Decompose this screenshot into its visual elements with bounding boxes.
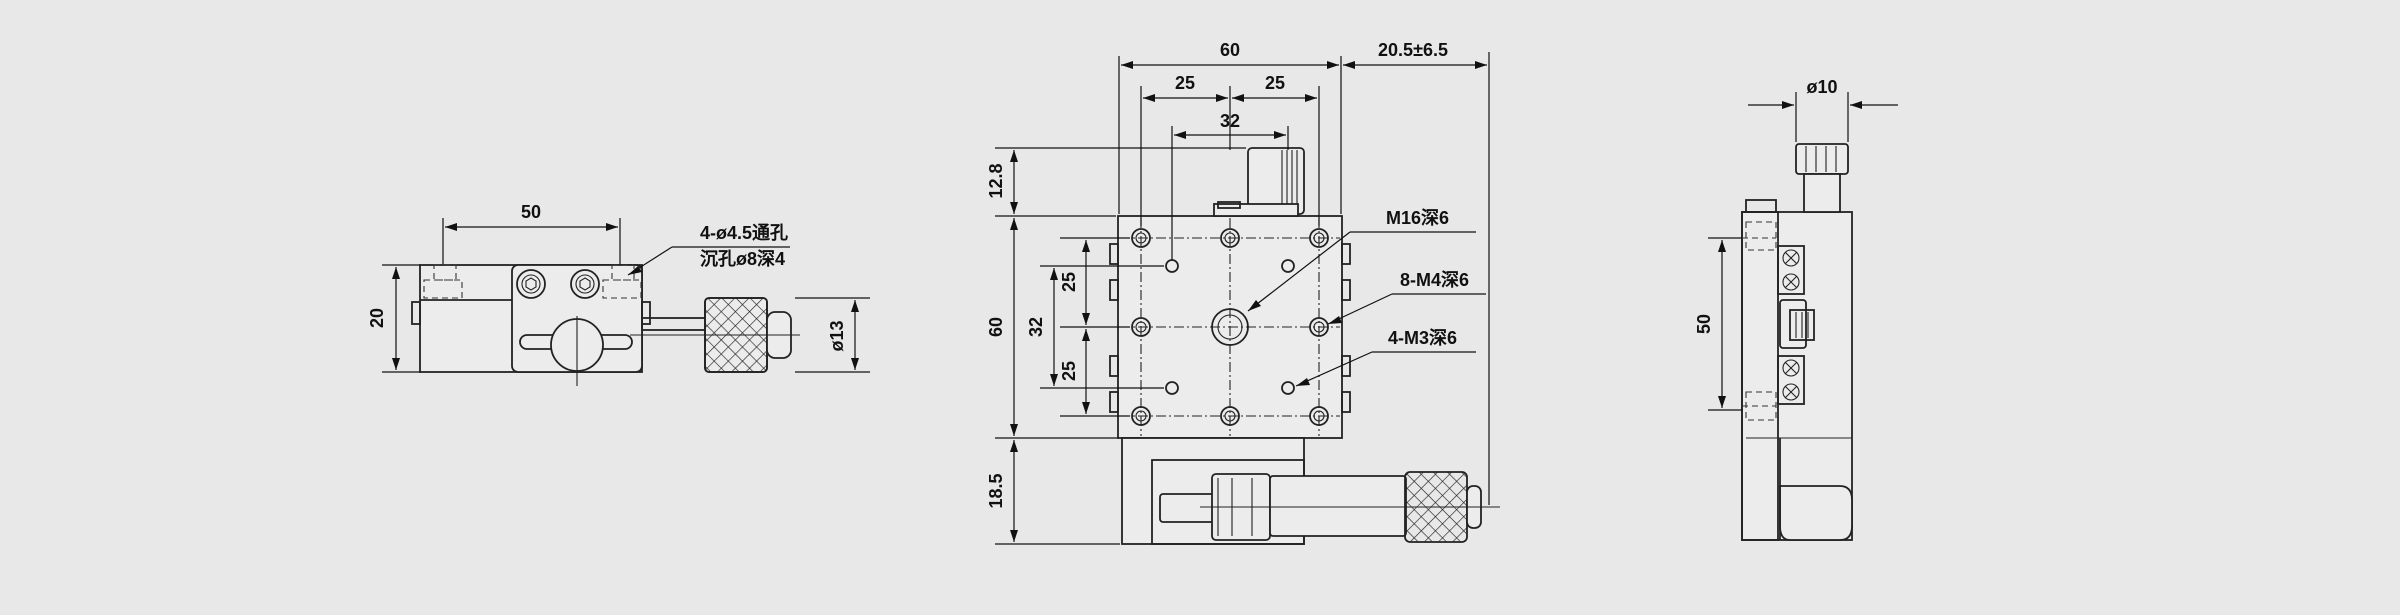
dim-v-32-label: 32 — [1026, 317, 1046, 337]
note-center-hole: M16深6 — [1386, 207, 1449, 228]
m3-hole-icon — [1281, 381, 1295, 395]
dim-height-label: 20 — [367, 308, 387, 328]
dim-knob-dia-label-right: ø10 — [1806, 77, 1837, 97]
left-view: 50 20 ø13 4-ø4.5通孔 沉孔ø8深4 — [367, 202, 870, 386]
note-m4: 8-M4深6 — [1400, 269, 1469, 290]
dim-inner-label: 32 — [1220, 111, 1240, 131]
note-m3: 4-M3深6 — [1388, 327, 1457, 348]
hex-screw-icon — [516, 269, 546, 299]
note-holes-line2: 沉孔ø8深4 — [700, 248, 785, 269]
dim-height-label-right: 50 — [1694, 314, 1714, 334]
right-view: ø10 50 — [1694, 77, 1898, 541]
dim-base-height-label: 18.5 — [986, 473, 1006, 508]
bearing-icon — [1777, 245, 1805, 295]
dim-v-25-bottom-label: 25 — [1059, 361, 1079, 381]
dim-top-width-label: 60 — [1220, 40, 1240, 60]
dim-knob-height-label: 12.8 — [986, 163, 1006, 198]
hex-screw-icon — [570, 269, 600, 299]
center-view: 60 20.5±6.5 25 25 32 12.8 — [986, 40, 1500, 545]
dim-half-right-label: 25 — [1265, 73, 1285, 93]
bearing-icon — [1777, 355, 1805, 405]
dim-v-25-top-label: 25 — [1059, 272, 1079, 292]
dim-width-label: 50 — [521, 202, 541, 222]
m3-hole-icon — [1281, 259, 1295, 273]
note-holes-line1: 4-ø4.5通孔 — [700, 223, 788, 243]
dim-body-height-label: 60 — [986, 317, 1006, 337]
dim-knob-dia-label: ø13 — [827, 320, 847, 351]
dim-travel-label: 20.5±6.5 — [1378, 40, 1448, 60]
dim-half-left-label: 25 — [1175, 73, 1195, 93]
right-knob-icon — [1795, 143, 1849, 175]
m3-hole-icon — [1165, 381, 1179, 395]
